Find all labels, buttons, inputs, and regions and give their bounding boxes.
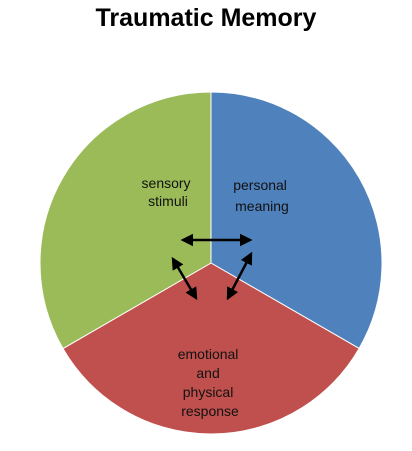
segment-emotional-response: [62, 262, 360, 435]
arrow-sensory-emotional: [171, 256, 198, 301]
segment-sensory-stimuli: [39, 91, 212, 350]
label-personal-meaning: personal meaning: [233, 177, 291, 214]
label-emotional-response: emotional and physical response: [178, 346, 243, 419]
segment-personal-meaning: [210, 91, 383, 350]
diagram-title: Traumatic Memory: [95, 4, 317, 32]
label-sensory-stimuli: sensory stimuli: [142, 175, 195, 209]
arrow-personal-emotional: [226, 251, 253, 301]
